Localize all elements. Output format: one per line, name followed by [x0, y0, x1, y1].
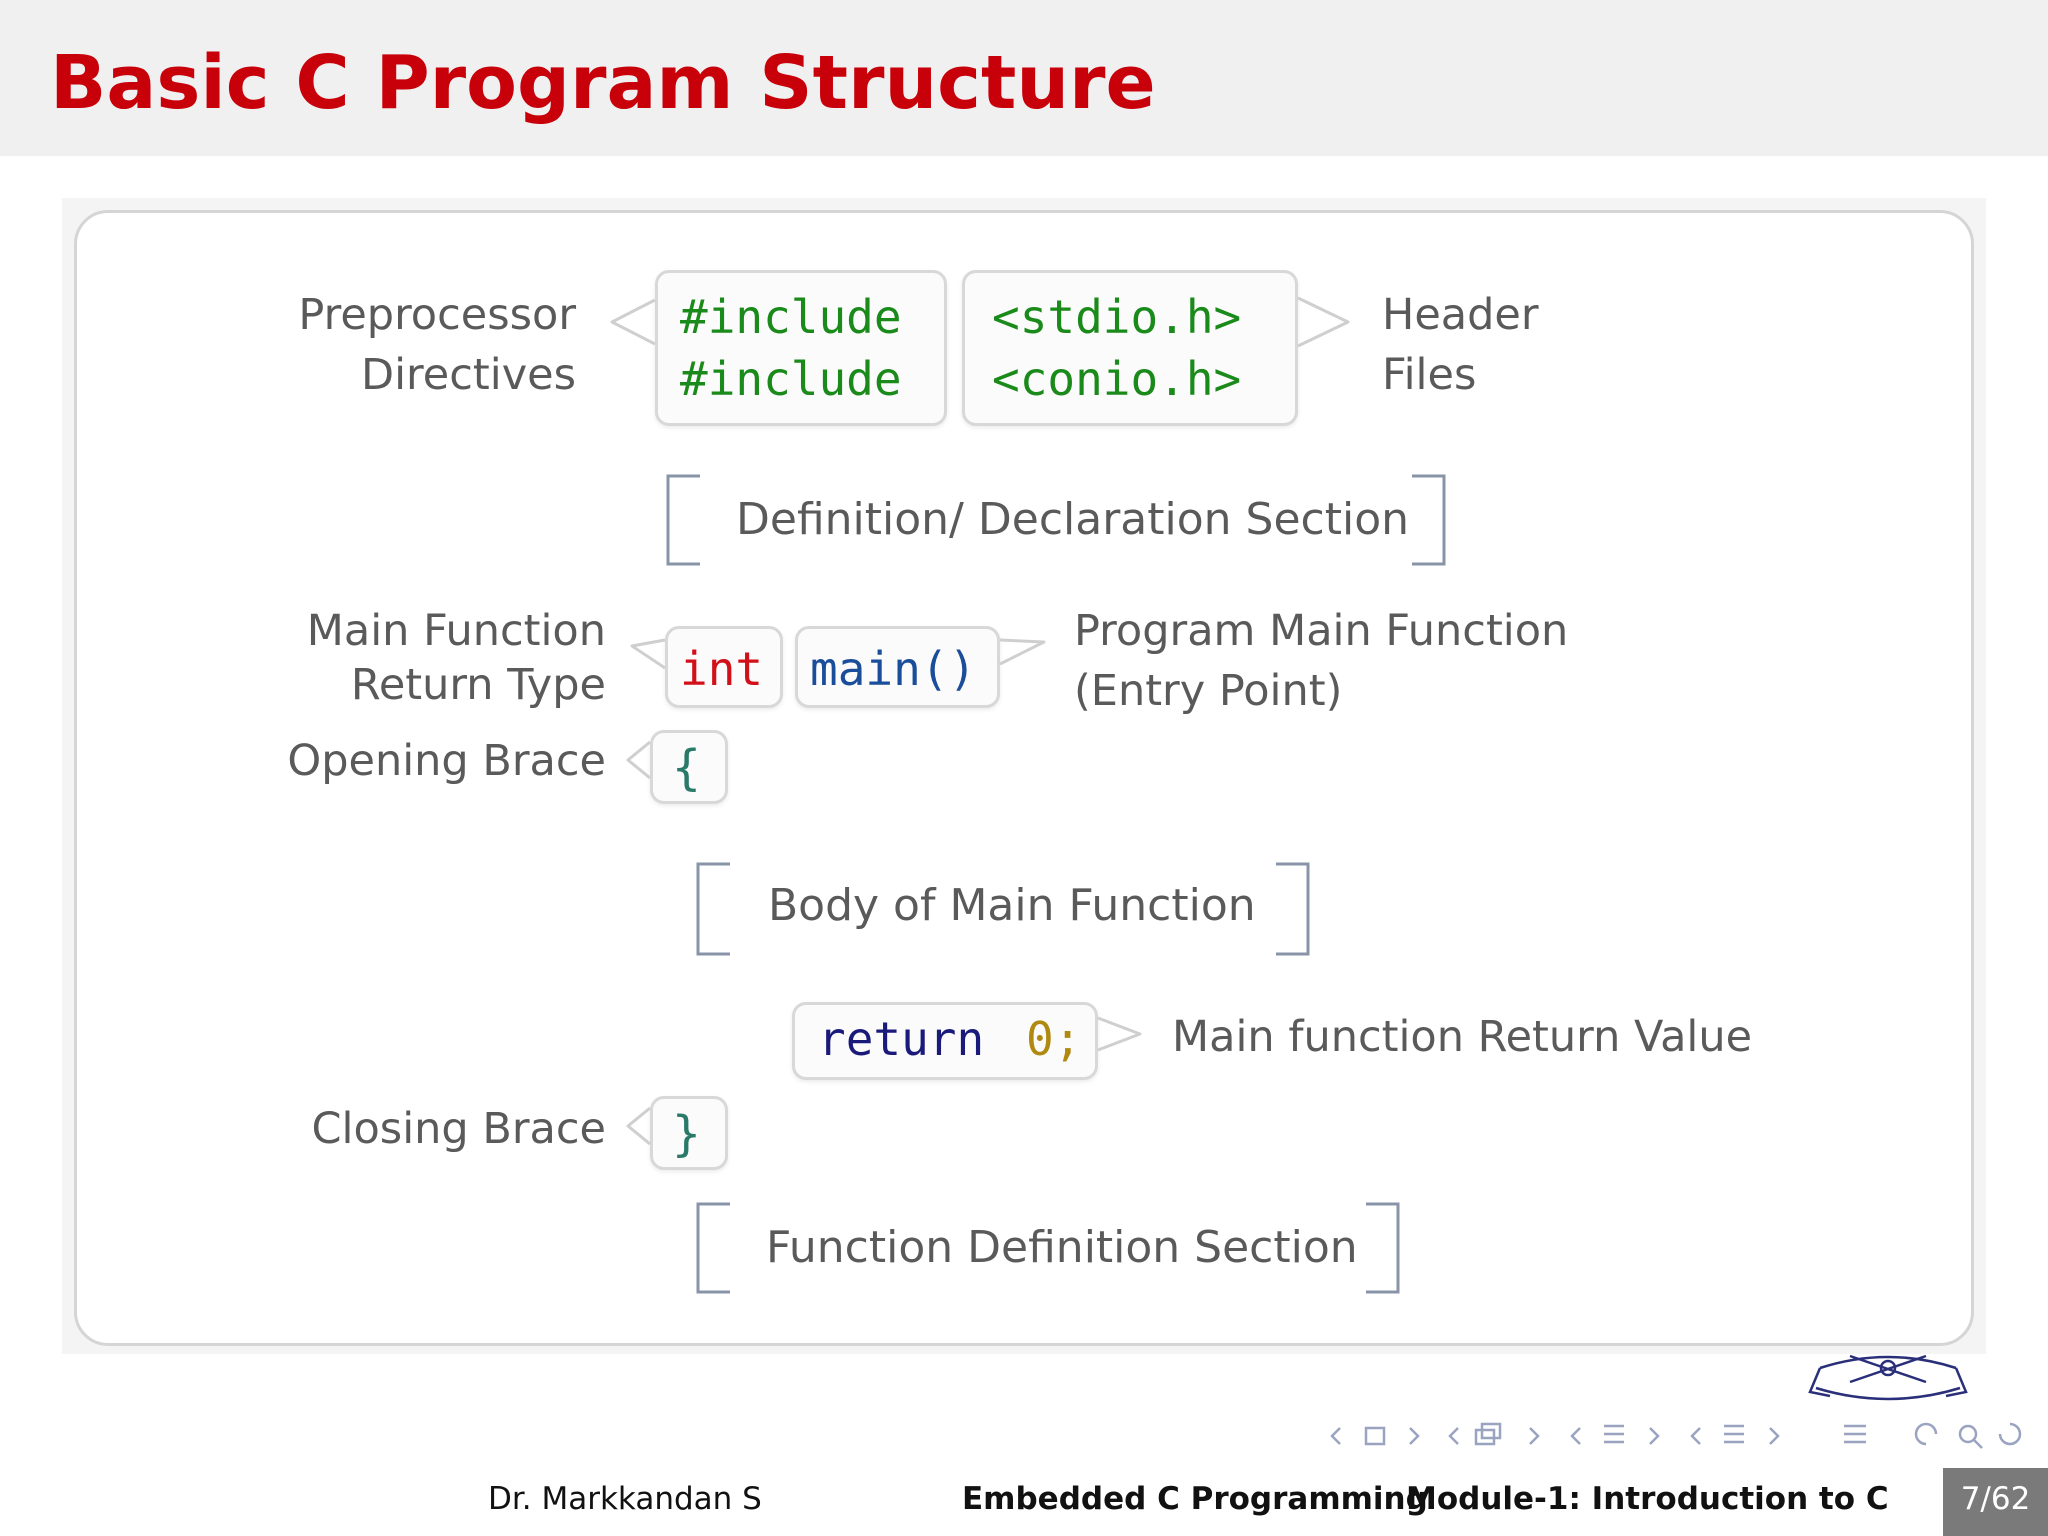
label-header-line2: Files — [1382, 350, 1477, 400]
bracket-left-definition — [666, 474, 700, 566]
bracket-left-function-def — [696, 1202, 730, 1294]
label-main-func-line1: Program Main Function — [1074, 606, 1569, 656]
page-number: 7/62 — [1960, 1481, 2031, 1517]
label-opening-brace: Opening Brace — [287, 736, 606, 786]
beamer-nav-icons — [1330, 1422, 2022, 1449]
slide-title: Basic C Program Structure — [50, 40, 1156, 126]
pointer-close-brace — [626, 1106, 651, 1146]
pointer-open-brace — [626, 740, 651, 780]
section-definition: Definition/ Declaration Section — [736, 494, 1409, 545]
code-return-type: int — [680, 642, 764, 696]
section-body: Body of Main Function — [768, 880, 1256, 931]
code-header-2: <conio.h> — [992, 352, 1242, 406]
pointer-return-value — [1097, 1016, 1142, 1052]
close-brace-box — [650, 1096, 728, 1170]
return-box — [792, 1002, 1098, 1080]
bracket-right-function-def — [1366, 1202, 1400, 1294]
label-return-type-line2: Return Type — [350, 660, 606, 710]
pointer-main — [999, 638, 1046, 666]
int-box — [665, 626, 783, 708]
label-header-line1: Header — [1382, 290, 1539, 340]
pointer-return-type — [630, 638, 666, 670]
footer-module: Module-1: Introduction to C — [1406, 1481, 1889, 1517]
bracket-right-definition — [1412, 474, 1446, 566]
pointer-header — [1297, 296, 1350, 348]
page-number-box — [1943, 1468, 2048, 1536]
institution-logo — [1808, 1354, 1968, 1401]
label-closing-brace: Closing Brace — [311, 1104, 606, 1154]
code-return-value: 0; — [1026, 1012, 1082, 1066]
code-header-1: <stdio.h> — [992, 290, 1242, 344]
open-brace-box — [650, 730, 728, 804]
bracket-right-body — [1276, 862, 1310, 956]
bracket-left-body — [696, 862, 730, 956]
footer-course: Embedded C Programming — [962, 1481, 1428, 1517]
pointer-preprocessor — [610, 298, 656, 346]
label-return-type-line1: Main Function — [306, 606, 606, 656]
code-open-brace: { — [672, 740, 701, 796]
header-box — [962, 270, 1298, 426]
code-return-keyword: return — [818, 1012, 985, 1066]
main-box — [795, 626, 1000, 708]
section-function-definition: Function Definition Section — [766, 1222, 1358, 1273]
code-close-brace: } — [672, 1106, 701, 1162]
code-include-2: #include — [680, 352, 902, 406]
include-box — [655, 270, 947, 426]
footer-author: Dr. Markkandan S — [488, 1481, 762, 1517]
title-bar — [0, 0, 2048, 156]
label-return-value: Main function Return Value — [1172, 1012, 1753, 1062]
label-main-func-line2: (Entry Point) — [1074, 666, 1343, 716]
code-include-1: #include — [680, 290, 902, 344]
label-preprocessor-line1: Preprocessor — [298, 290, 576, 340]
code-main-call: main() — [810, 642, 977, 696]
label-preprocessor-line2: Directives — [361, 350, 576, 400]
